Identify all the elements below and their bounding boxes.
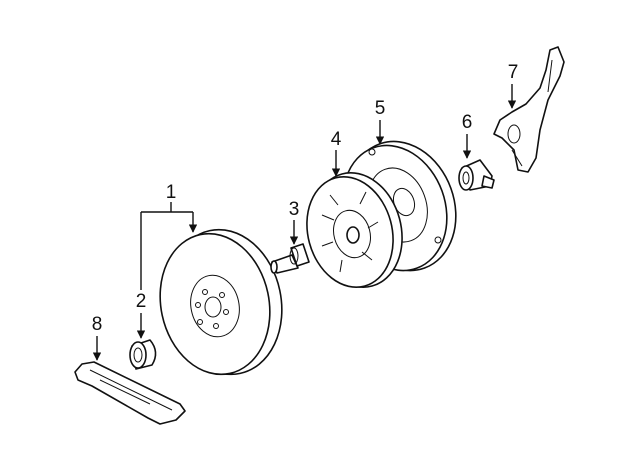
part-2-pilot-bearing xyxy=(129,339,157,370)
callout-6: 6 xyxy=(462,112,473,133)
callout-7: 7 xyxy=(508,62,519,83)
part-1-flywheel xyxy=(159,228,283,376)
part-3-bolt xyxy=(270,243,310,274)
callout-8: 8 xyxy=(92,314,103,335)
part-7-release-fork xyxy=(493,46,565,173)
part-6-release-bearing xyxy=(458,159,495,191)
leader-lines xyxy=(92,84,517,361)
callout-3: 3 xyxy=(289,199,300,220)
callout-2: 2 xyxy=(136,291,147,312)
callout-5: 5 xyxy=(375,98,386,119)
part-8-cover-plate xyxy=(74,361,186,425)
callout-1: 1 xyxy=(166,182,177,203)
callout-4: 4 xyxy=(331,129,342,150)
part-4-clutch-disc xyxy=(306,172,403,288)
